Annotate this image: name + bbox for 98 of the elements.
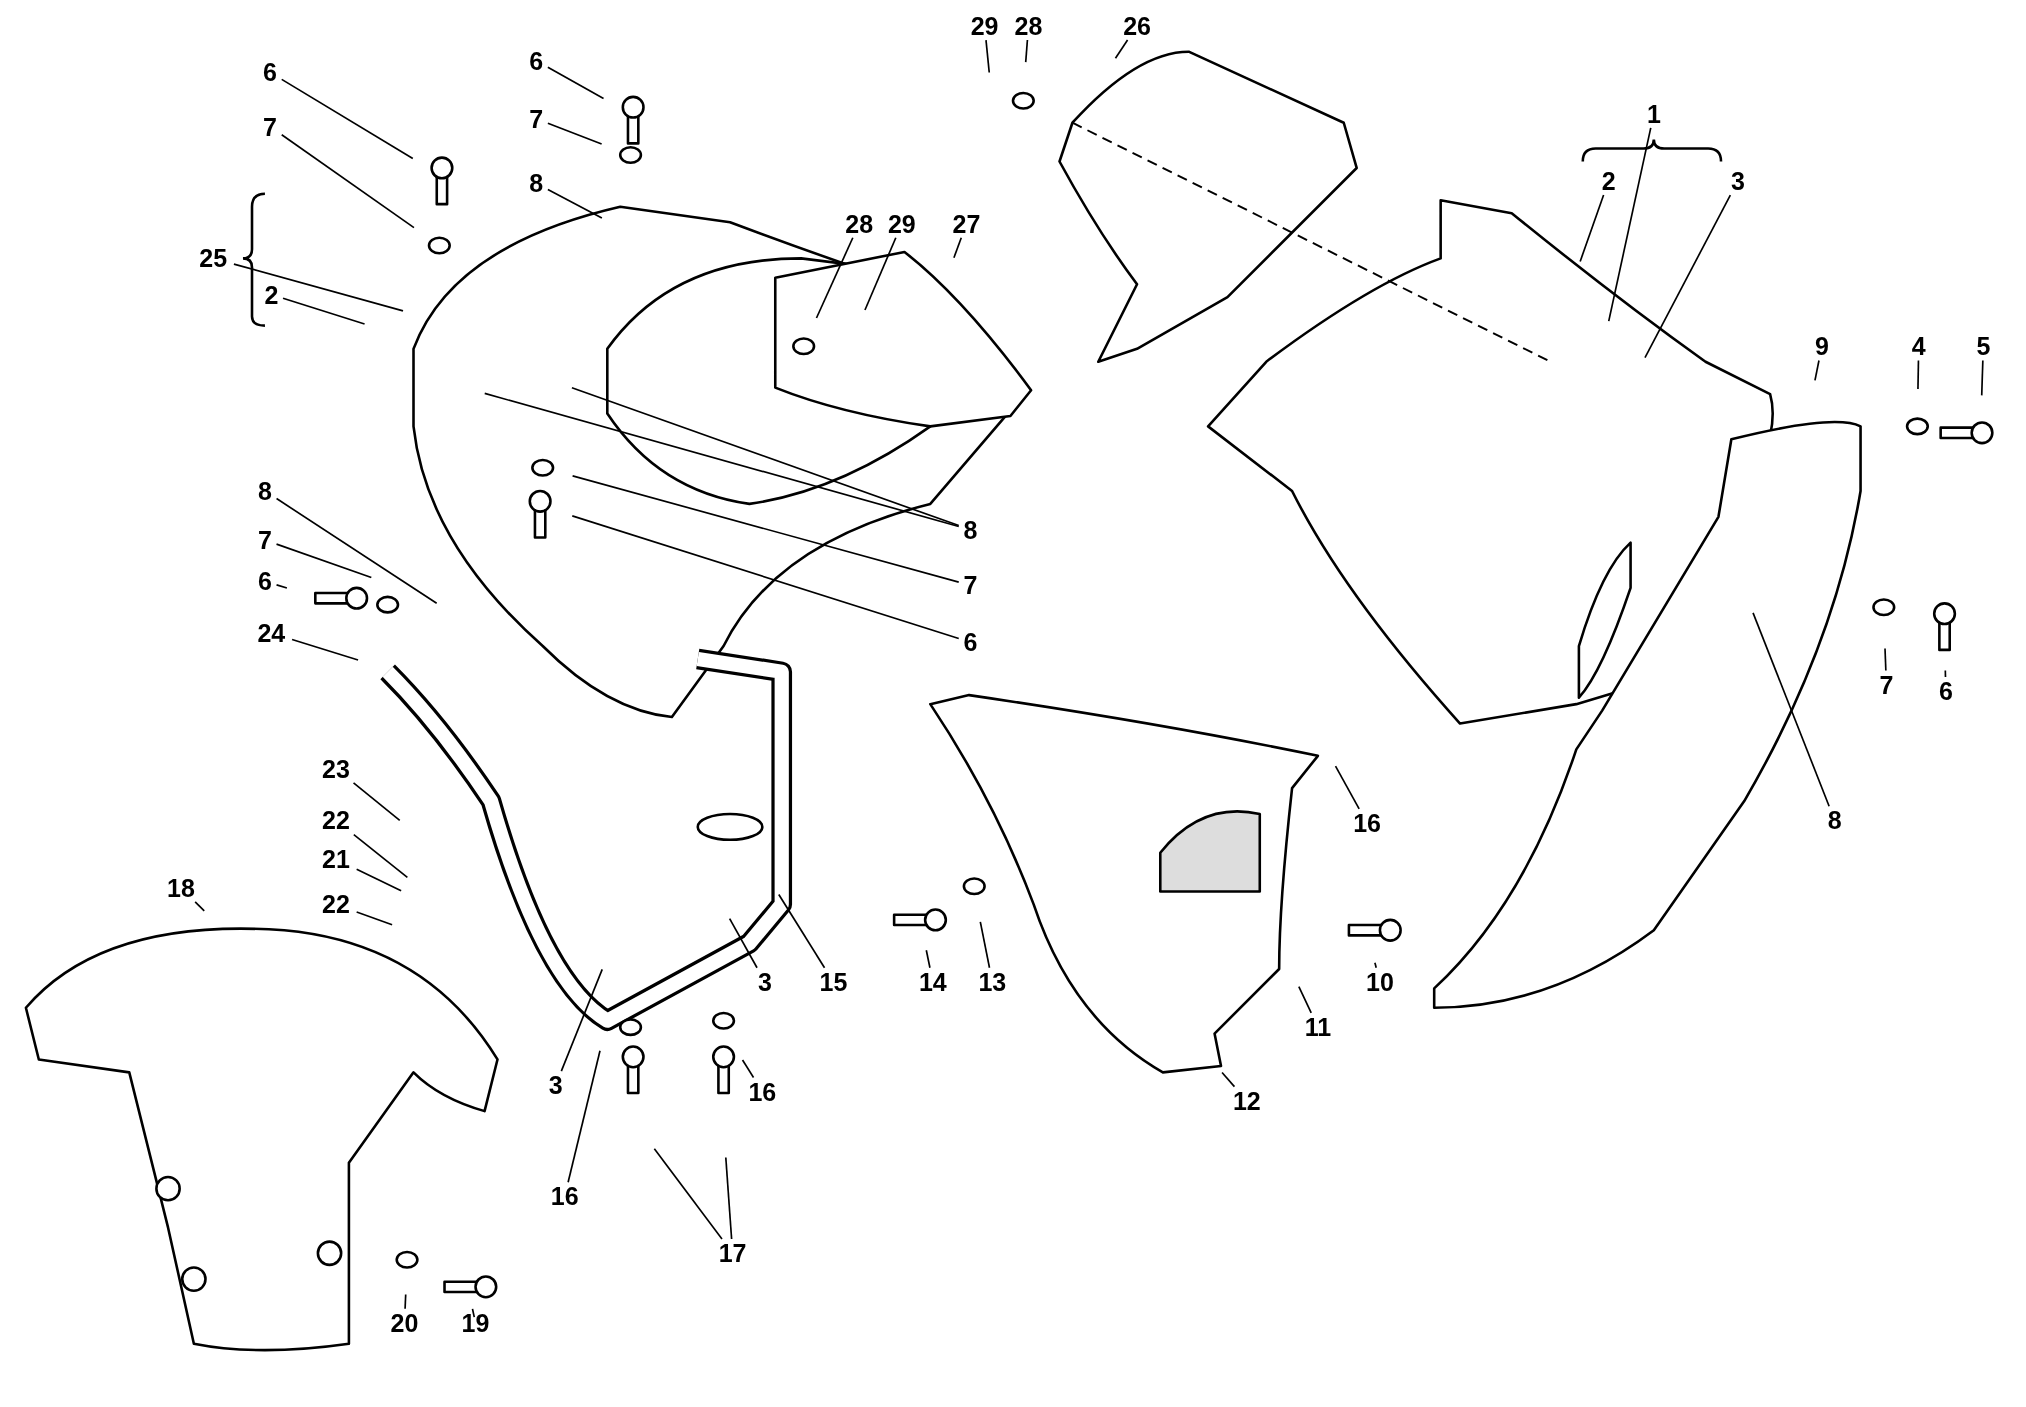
callout-number: 1 (1646, 101, 1661, 127)
callout-number: 13 (978, 969, 1007, 995)
callout-number: 8 (1827, 807, 1842, 833)
leader-line (280, 133, 415, 229)
leader-line (1579, 194, 1605, 263)
leader-line (728, 917, 758, 969)
leader-line (352, 782, 401, 822)
callout-number: 24 (257, 620, 286, 646)
leader-line (471, 1307, 476, 1318)
leader-line (567, 1050, 601, 1184)
leader-line (979, 921, 991, 969)
leader-line (1334, 765, 1360, 810)
callout-number: 6 (263, 59, 277, 85)
callout-number: 15 (819, 969, 848, 995)
callout-number: 11 (1304, 1014, 1332, 1040)
callout-number: 29 (887, 211, 916, 237)
callout-number: 25 (199, 245, 228, 271)
callout-number: 16 (748, 1079, 777, 1105)
callout-number: 3 (1730, 168, 1745, 194)
leader-line (282, 297, 366, 325)
callout-number: 3 (548, 1072, 563, 1098)
callout-number: 12 (1232, 1088, 1261, 1114)
leader-line (925, 949, 931, 969)
callout-number: 10 (1366, 969, 1394, 995)
leader-line (280, 78, 414, 160)
leader-line (233, 263, 404, 312)
callout-number: 7 (263, 114, 277, 140)
callout-number: 6 (963, 629, 978, 655)
callout-number: 17 (718, 1240, 747, 1266)
callout-number: 27 (952, 211, 981, 237)
callout-number: 28 (1014, 13, 1043, 39)
callout-number: 29 (970, 13, 999, 39)
leader-line (571, 475, 960, 583)
callout-number: 6 (529, 48, 544, 74)
leader-line (1884, 647, 1887, 672)
callout-number: 23 (322, 756, 350, 782)
callout-number: 2 (1601, 168, 1616, 194)
leader-line (404, 1293, 407, 1310)
leader-line (571, 515, 960, 640)
leader-line (653, 1148, 723, 1240)
callout-number: 4 (1911, 333, 1926, 359)
callout-number: 6 (1938, 678, 1953, 704)
callout-number: 14 (918, 969, 947, 995)
leader-line (1298, 985, 1313, 1014)
callout-number: 7 (257, 527, 272, 553)
leader-line (1644, 194, 1732, 359)
callout-number: 20 (390, 1310, 419, 1336)
callout-number: 16 (550, 1183, 579, 1209)
callout-number: 2 (264, 282, 279, 308)
callout-number: 6 (257, 568, 272, 594)
leader-line (1917, 359, 1920, 390)
leader-line (864, 236, 897, 311)
callout-number: 16 (1353, 810, 1381, 836)
leader-line (275, 584, 288, 589)
leader-line (1607, 127, 1652, 322)
leader-line (1980, 359, 1984, 397)
leader-line (724, 1156, 733, 1240)
callout-number: 28 (845, 211, 874, 237)
callout-number: 8 (529, 170, 544, 196)
callout-number: 7 (529, 106, 544, 132)
leader-line (741, 1059, 755, 1079)
leader-line (483, 392, 960, 528)
callout-number: 7 (1879, 672, 1894, 698)
callout-number: 22 (322, 807, 350, 833)
callout-number: 21 (322, 846, 350, 872)
callout-number: 9 (1814, 333, 1829, 359)
leader-line (547, 66, 605, 100)
leader-line (1024, 39, 1029, 63)
leader-line (953, 236, 963, 259)
leader-line (1814, 359, 1820, 382)
leader-line (1114, 39, 1129, 59)
leader-line (985, 39, 991, 74)
callout-number: 8 (257, 478, 272, 504)
callout-number: 7 (963, 572, 978, 598)
leader-line (1221, 1071, 1236, 1088)
leader-line (275, 543, 373, 579)
callout-number: 8 (963, 517, 978, 543)
callout-number: 22 (322, 891, 350, 917)
callout-number: 18 (167, 875, 195, 901)
leader-line (1944, 669, 1947, 678)
leader-line (560, 968, 604, 1072)
leader-line (1752, 612, 1830, 808)
leader-line (352, 833, 409, 879)
callout-number: 19 (461, 1310, 490, 1336)
leader-line (291, 638, 359, 661)
leader-line (547, 122, 603, 145)
leader-line (275, 497, 438, 605)
leader-line (355, 911, 393, 926)
leader-line (547, 188, 603, 219)
leader-line (571, 386, 960, 527)
leader-line (815, 236, 854, 319)
callout-number: 26 (1123, 13, 1151, 39)
callout-number: 5 (1976, 333, 1991, 359)
callout-number: 3 (757, 969, 772, 995)
leader-line (1374, 962, 1378, 969)
leader-line (194, 901, 206, 912)
leader-line (777, 893, 826, 969)
leader-line (355, 868, 402, 892)
